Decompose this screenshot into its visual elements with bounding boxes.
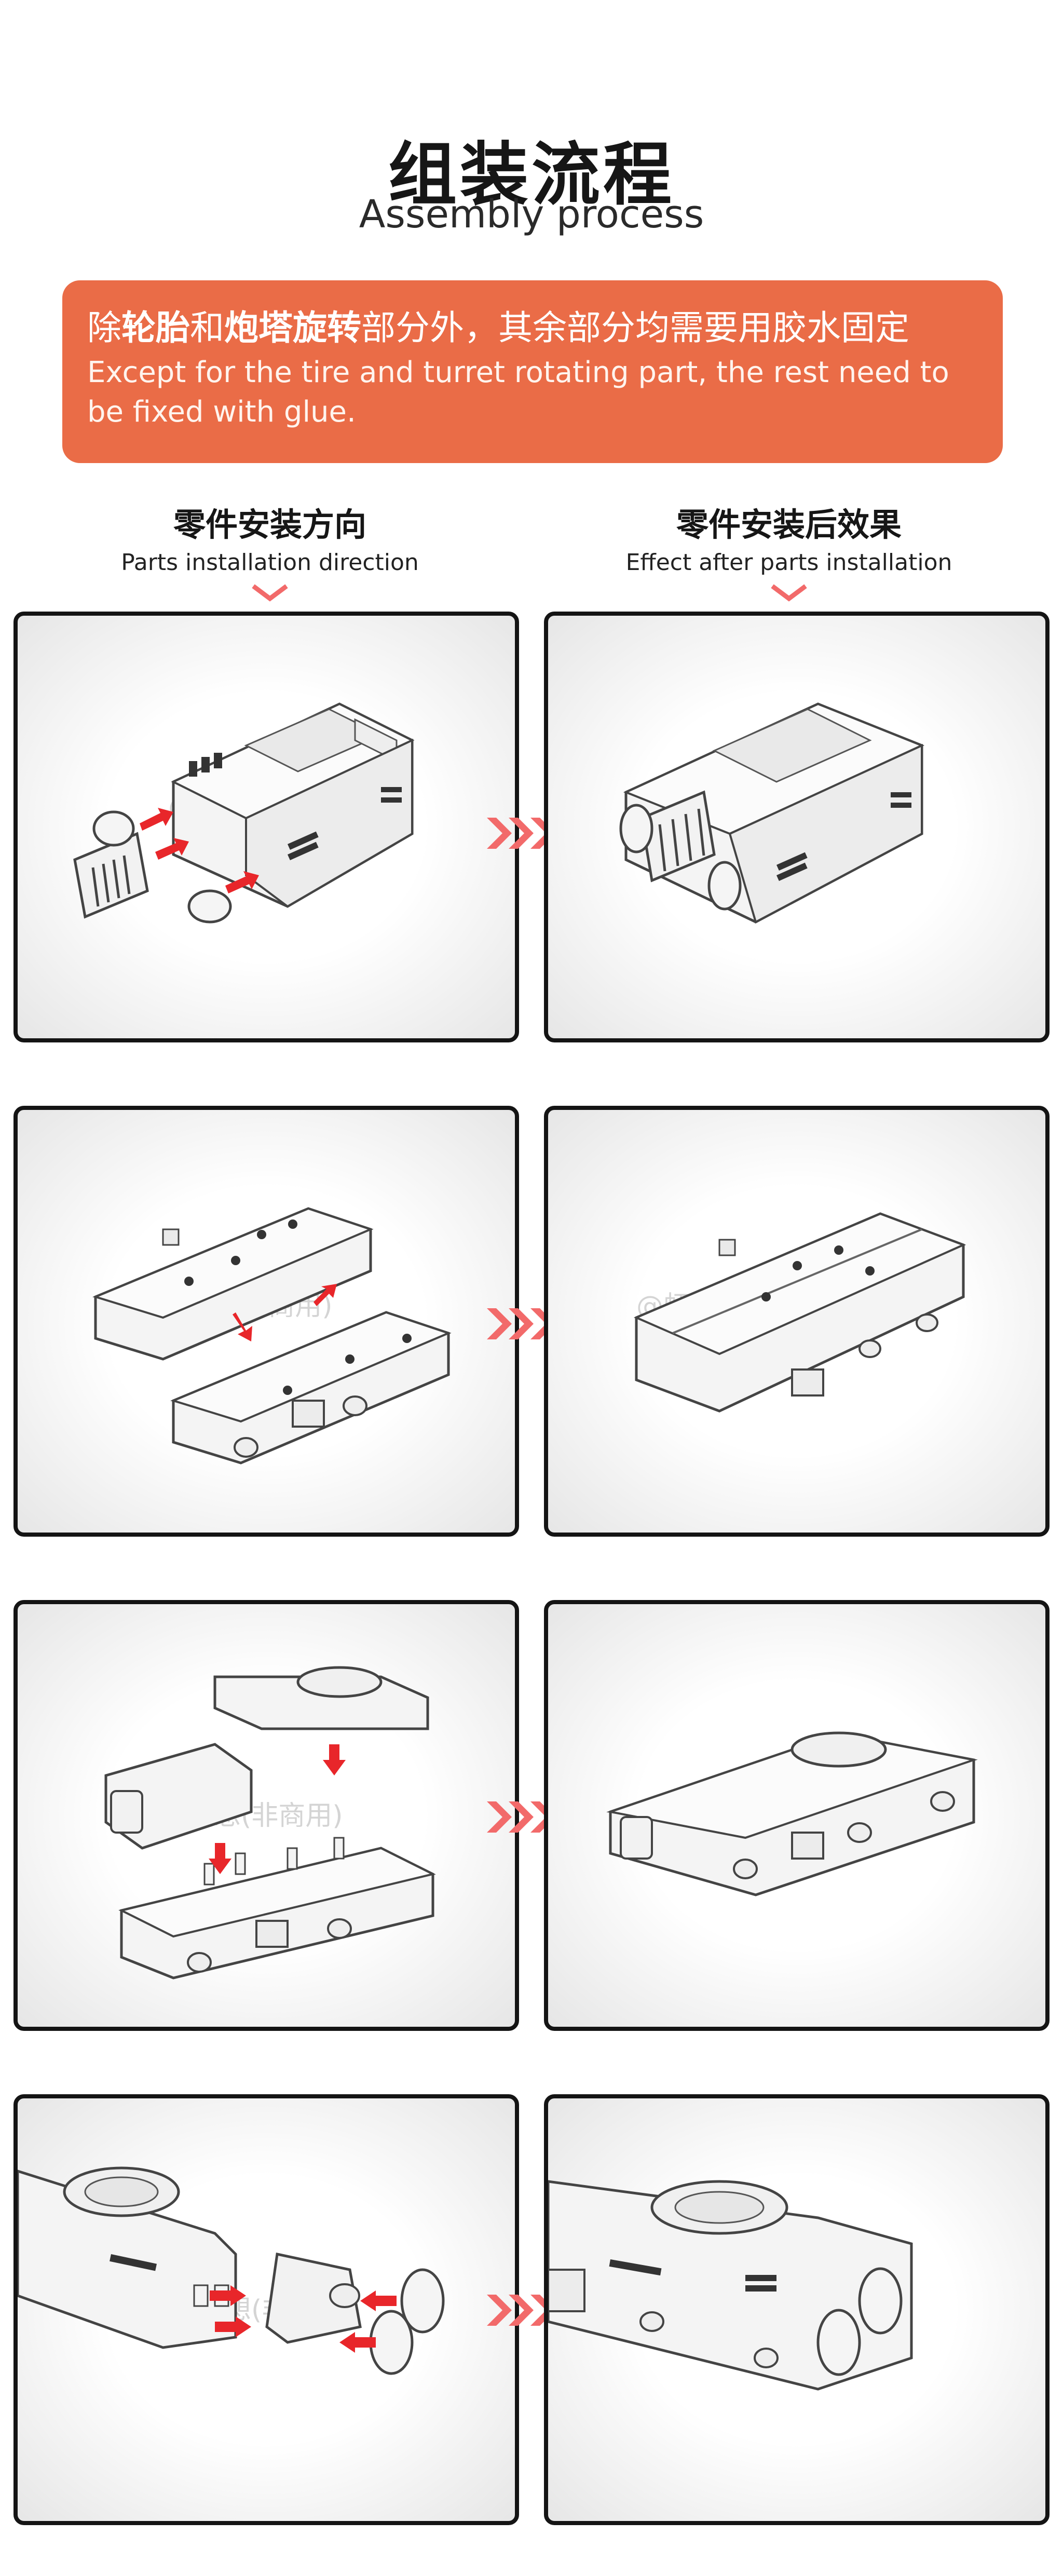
step2-before-panel: @虾七八想(非商用) [13,1106,519,1537]
glue-notice-banner: 除轮胎和炮塔旋转部分外，其余部分均需要用胶水固定 Except for the … [62,280,1003,463]
column-heading-right: 零件安装后效果 Effect after parts installation [529,498,1048,606]
step3-after-panel: @虾七八想(非商用) [544,1600,1050,2031]
page-subtitle: Assembly process [359,192,704,237]
step3-before-illustration: @虾七八想(非商用) [104,1666,436,1980]
column-heading-left: 零件安装方向 Parts installation direction [10,498,529,606]
chevron-down-icon [252,584,288,602]
page-title: 组装流程 [388,135,675,215]
step1-after-panel: @虾七八想(非商用) [544,612,1050,1042]
step4-after-panel: @虾七八想(非商用) [544,2094,1050,2525]
notice-en: Except for the tire and turret rotating … [87,356,949,429]
step2-after-illustration: @虾七八想(非商用) [633,1212,966,1413]
chevron-down-icon [771,584,807,602]
step1-before-panel: @虾七八想(非商用) [13,612,519,1042]
step1-after-illustration: @虾七八想(非商用) [619,702,925,924]
step3-before-panel: @虾七八想(非商用) [13,1600,519,2031]
step4-after-illustration: @虾七八想(非商用) [548,2180,913,2391]
notice-zh: 除轮胎和炮塔旋转部分外，其余部分均需要用胶水固定 [87,308,909,348]
step4-before-illustration: @虾七八想(非商用) [18,2166,445,2375]
step4-before-panel: @虾七八想(非商用) [13,2094,519,2525]
step3-after-illustration: @虾七八想(非商用) [606,1731,978,1896]
step2-before-illustration: @虾七八想(非商用) [92,1207,452,1465]
step2-after-panel: @虾七八想(非商用) [544,1106,1050,1537]
header: 组装流程 Assembly process [0,0,1063,270]
step1-before-illustration: @虾七八想(非商用) [73,702,415,924]
